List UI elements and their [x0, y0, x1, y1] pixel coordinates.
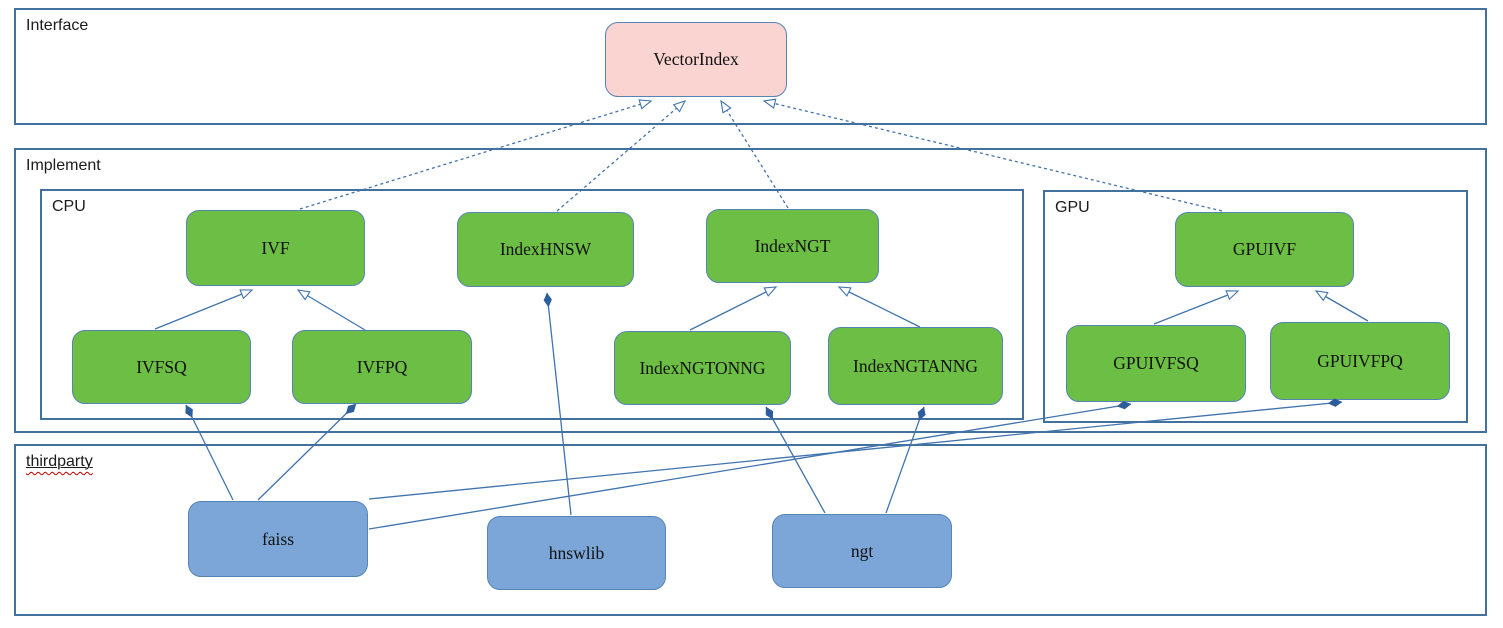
node-gpuivf-label: GPUIVF	[1232, 239, 1297, 259]
node-indexngtonng[interactable]: IndexNGTONNG	[614, 331, 791, 405]
node-indexngt[interactable]: IndexNGT	[706, 209, 879, 283]
node-indexhnsw-label: IndexHNSW	[499, 239, 592, 259]
node-gpuivfpq-label: GPUIVFPQ	[1317, 350, 1403, 371]
node-ngt-label: ngt	[850, 540, 874, 561]
node-hnswlib[interactable]: hnswlib	[487, 516, 666, 590]
node-ivf[interactable]: IVF	[186, 210, 365, 286]
node-ngt[interactable]: ngt	[772, 514, 952, 588]
container-cpu-label: CPU	[52, 198, 86, 215]
node-faiss[interactable]: faiss	[188, 501, 368, 577]
node-gpuivfsq[interactable]: GPUIVFSQ	[1066, 325, 1246, 402]
node-indexngtanng-label: IndexNGTANNG	[853, 355, 978, 376]
node-vectorindex-label: VectorIndex	[653, 49, 739, 69]
node-ivfpq[interactable]: IVFPQ	[292, 330, 472, 404]
container-implement-label: Implement	[26, 157, 101, 174]
node-indexngt-label: IndexNGT	[754, 235, 831, 256]
node-gpuivfpq[interactable]: GPUIVFPQ	[1270, 322, 1450, 400]
node-ivfsq-label: IVFSQ	[136, 356, 187, 377]
node-ivfpq-label: IVFPQ	[356, 356, 408, 377]
node-hnswlib-label: hnswlib	[548, 542, 605, 563]
node-indexhnsw[interactable]: IndexHNSW	[457, 212, 634, 287]
node-ivf-label: IVF	[261, 237, 290, 258]
spellcheck-underline: thirdparty	[26, 453, 93, 470]
node-gpuivf[interactable]: GPUIVF	[1175, 212, 1354, 287]
node-ivfsq[interactable]: IVFSQ	[72, 330, 251, 404]
node-faiss-label: faiss	[261, 528, 295, 549]
node-gpuivfsq-label: GPUIVFSQ	[1113, 353, 1199, 373]
container-thirdparty-label: thirdparty	[26, 453, 93, 471]
node-indexngtonng-label: IndexNGTONNG	[639, 357, 766, 378]
container-interface-label: Interface	[26, 17, 89, 34]
container-gpu-label: GPU	[1055, 199, 1090, 216]
node-indexngtanng[interactable]: IndexNGTANNG	[828, 327, 1003, 405]
node-vectorindex[interactable]: VectorIndex	[605, 22, 787, 97]
